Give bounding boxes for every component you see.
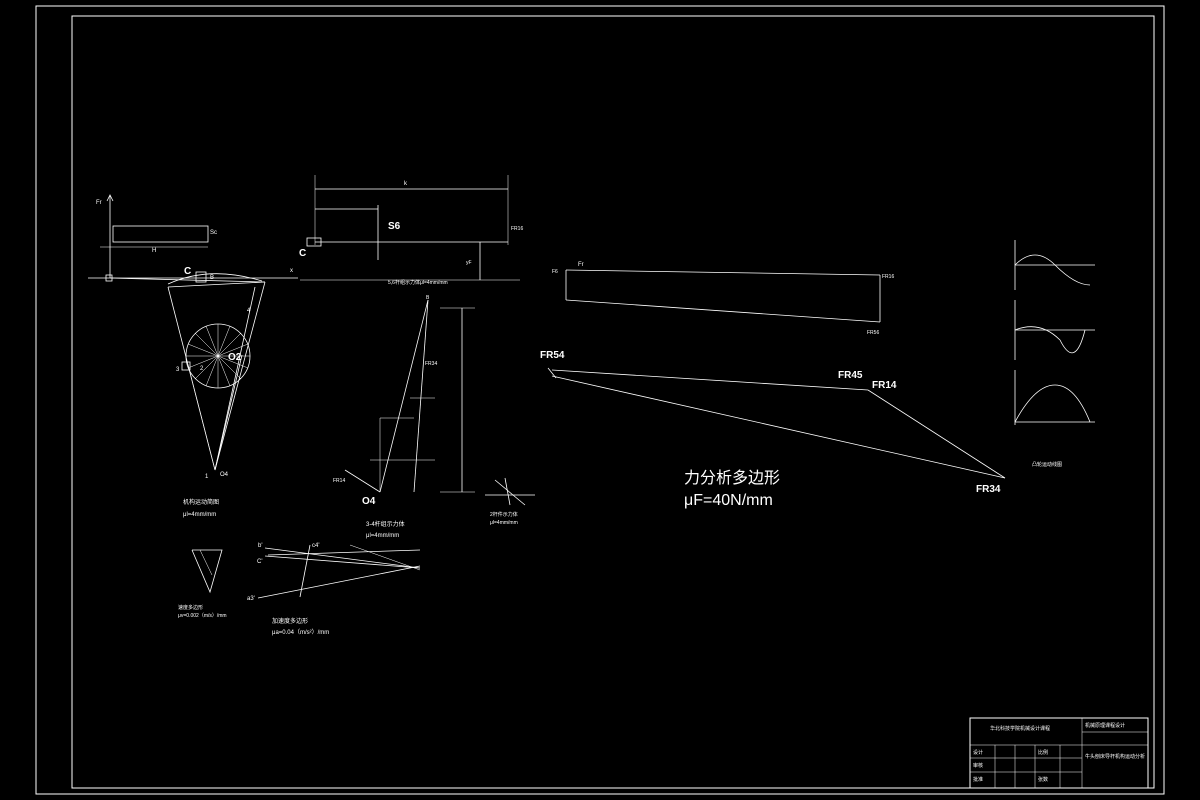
force-2-diagram: 2杆件示力体 μl=4mm/mm (485, 477, 535, 526)
tb-sheet: 张数 (1038, 776, 1048, 783)
force-56-title: 5,6杆组示力体μl=4mm/mm (388, 279, 448, 286)
s6-label: S6 (388, 221, 401, 232)
small-force-polygon: Fr F6 FR16 FR56 (552, 262, 894, 336)
o4-34-label: O4 (362, 496, 376, 507)
force-56-diagram: k S6 C FR16 yF 5,6杆组示力体μl=4mm/mm (299, 175, 523, 286)
tb-check: 审核 (973, 762, 983, 769)
force-34-title: 3-4杆组示力体 (366, 520, 405, 528)
o2-label: O2 (228, 352, 242, 363)
sc-label: Sc (210, 230, 217, 236)
fr45-label: FR45 (838, 370, 863, 381)
acceleration-title: 加速度多边形 (272, 617, 308, 625)
o4-label: O4 (220, 472, 229, 478)
fr14-34-label: FR14 (333, 478, 345, 484)
c-point-label: C (299, 248, 306, 259)
acceleration-scale: μa=0.04（m/s²）/mm (272, 629, 329, 636)
c-prime-label: C' (257, 559, 262, 565)
tb-approve: 批准 (973, 776, 983, 783)
link-4-label: 4 (247, 308, 251, 314)
small-fr56-label: FR56 (867, 330, 879, 336)
k-label: k (404, 181, 408, 187)
force-34-scale: μl=4mm/mm (366, 533, 399, 539)
tb-design: 设计 (973, 749, 983, 756)
force-polygon-title: 力分析多边形 (684, 469, 780, 487)
link-1-label: 1 (205, 474, 209, 480)
outer-frame (35, 5, 1165, 795)
curves-title: 凸轮运动线图 (1032, 461, 1062, 468)
force-2-scale: μl=4mm/mm (490, 520, 518, 526)
c4-prime-label: c4' (312, 543, 319, 549)
h-label: H (152, 248, 156, 254)
mechanism-diagram: Fr H Sc C B x 4 3 2 O2 1 O4 机构运动简图 μl=4m… (88, 194, 298, 518)
link-2-label: 2 (200, 366, 204, 372)
velocity-scale: μv=0.002（m/s）/mm (178, 613, 227, 619)
c-label: C (184, 266, 191, 277)
fr-label: Fr (96, 200, 102, 206)
force-34-diagram: O4 FR14 FR34 B 3-4杆组示力体 μl=4mm/mm (333, 295, 475, 539)
motion-diagram-scale: μl=4mm/mm (183, 512, 216, 518)
motion-diagram-title: 机构运动简图 (183, 498, 219, 506)
force-polygon-scale: μF=40N/mm (684, 492, 773, 509)
small-fr-label: Fr (578, 262, 584, 268)
b-34-label: B (426, 295, 430, 301)
link-3-label: 3 (176, 367, 180, 373)
curves-group: 凸轮运动线图 (1014, 240, 1095, 468)
a3-prime-label: a3' (247, 596, 255, 602)
title-block: 华北科技学院机械设计课程 机械原理课程设计 牛头刨床导杆机构运动分析 设计 审核… (969, 717, 1149, 789)
small-fr16-label: FR16 (882, 274, 894, 280)
tb-drawing-name: 牛头刨床导杆机构运动分析 (1085, 753, 1145, 760)
tb-school: 华北科技学院机械设计课程 (990, 725, 1050, 732)
yf-label: yF (466, 260, 472, 266)
force-2-title: 2杆件示力体 (490, 511, 518, 518)
small-f6-label: F6 (552, 269, 558, 275)
b-prime-label: b' (258, 543, 262, 549)
tb-scale: 比例 (1038, 749, 1048, 756)
main-force-polygon: FR54 FR45 FR14 FR34 力分析多边形 μF=40N/mm (540, 350, 1006, 509)
tb-subject: 机械原理课程设计 (1085, 722, 1125, 729)
acceleration-polygon: b' C' a3' c4' 加速度多边形 μa=0.04（m/s²）/mm (247, 543, 421, 636)
fr54-label: FR54 (540, 350, 565, 361)
fr14-label: FR14 (872, 380, 897, 391)
fr34-34-label: FR34 (425, 361, 437, 367)
fr34-label: FR34 (976, 484, 1001, 495)
b-label: B (210, 275, 214, 281)
inner-frame (71, 15, 1155, 789)
velocity-title: 速度多边形 (178, 604, 203, 611)
fr16-label: FR16 (511, 226, 523, 232)
velocity-polygon: 速度多边形 μv=0.002（m/s）/mm (178, 549, 227, 619)
x-axis-label: x (290, 268, 293, 274)
